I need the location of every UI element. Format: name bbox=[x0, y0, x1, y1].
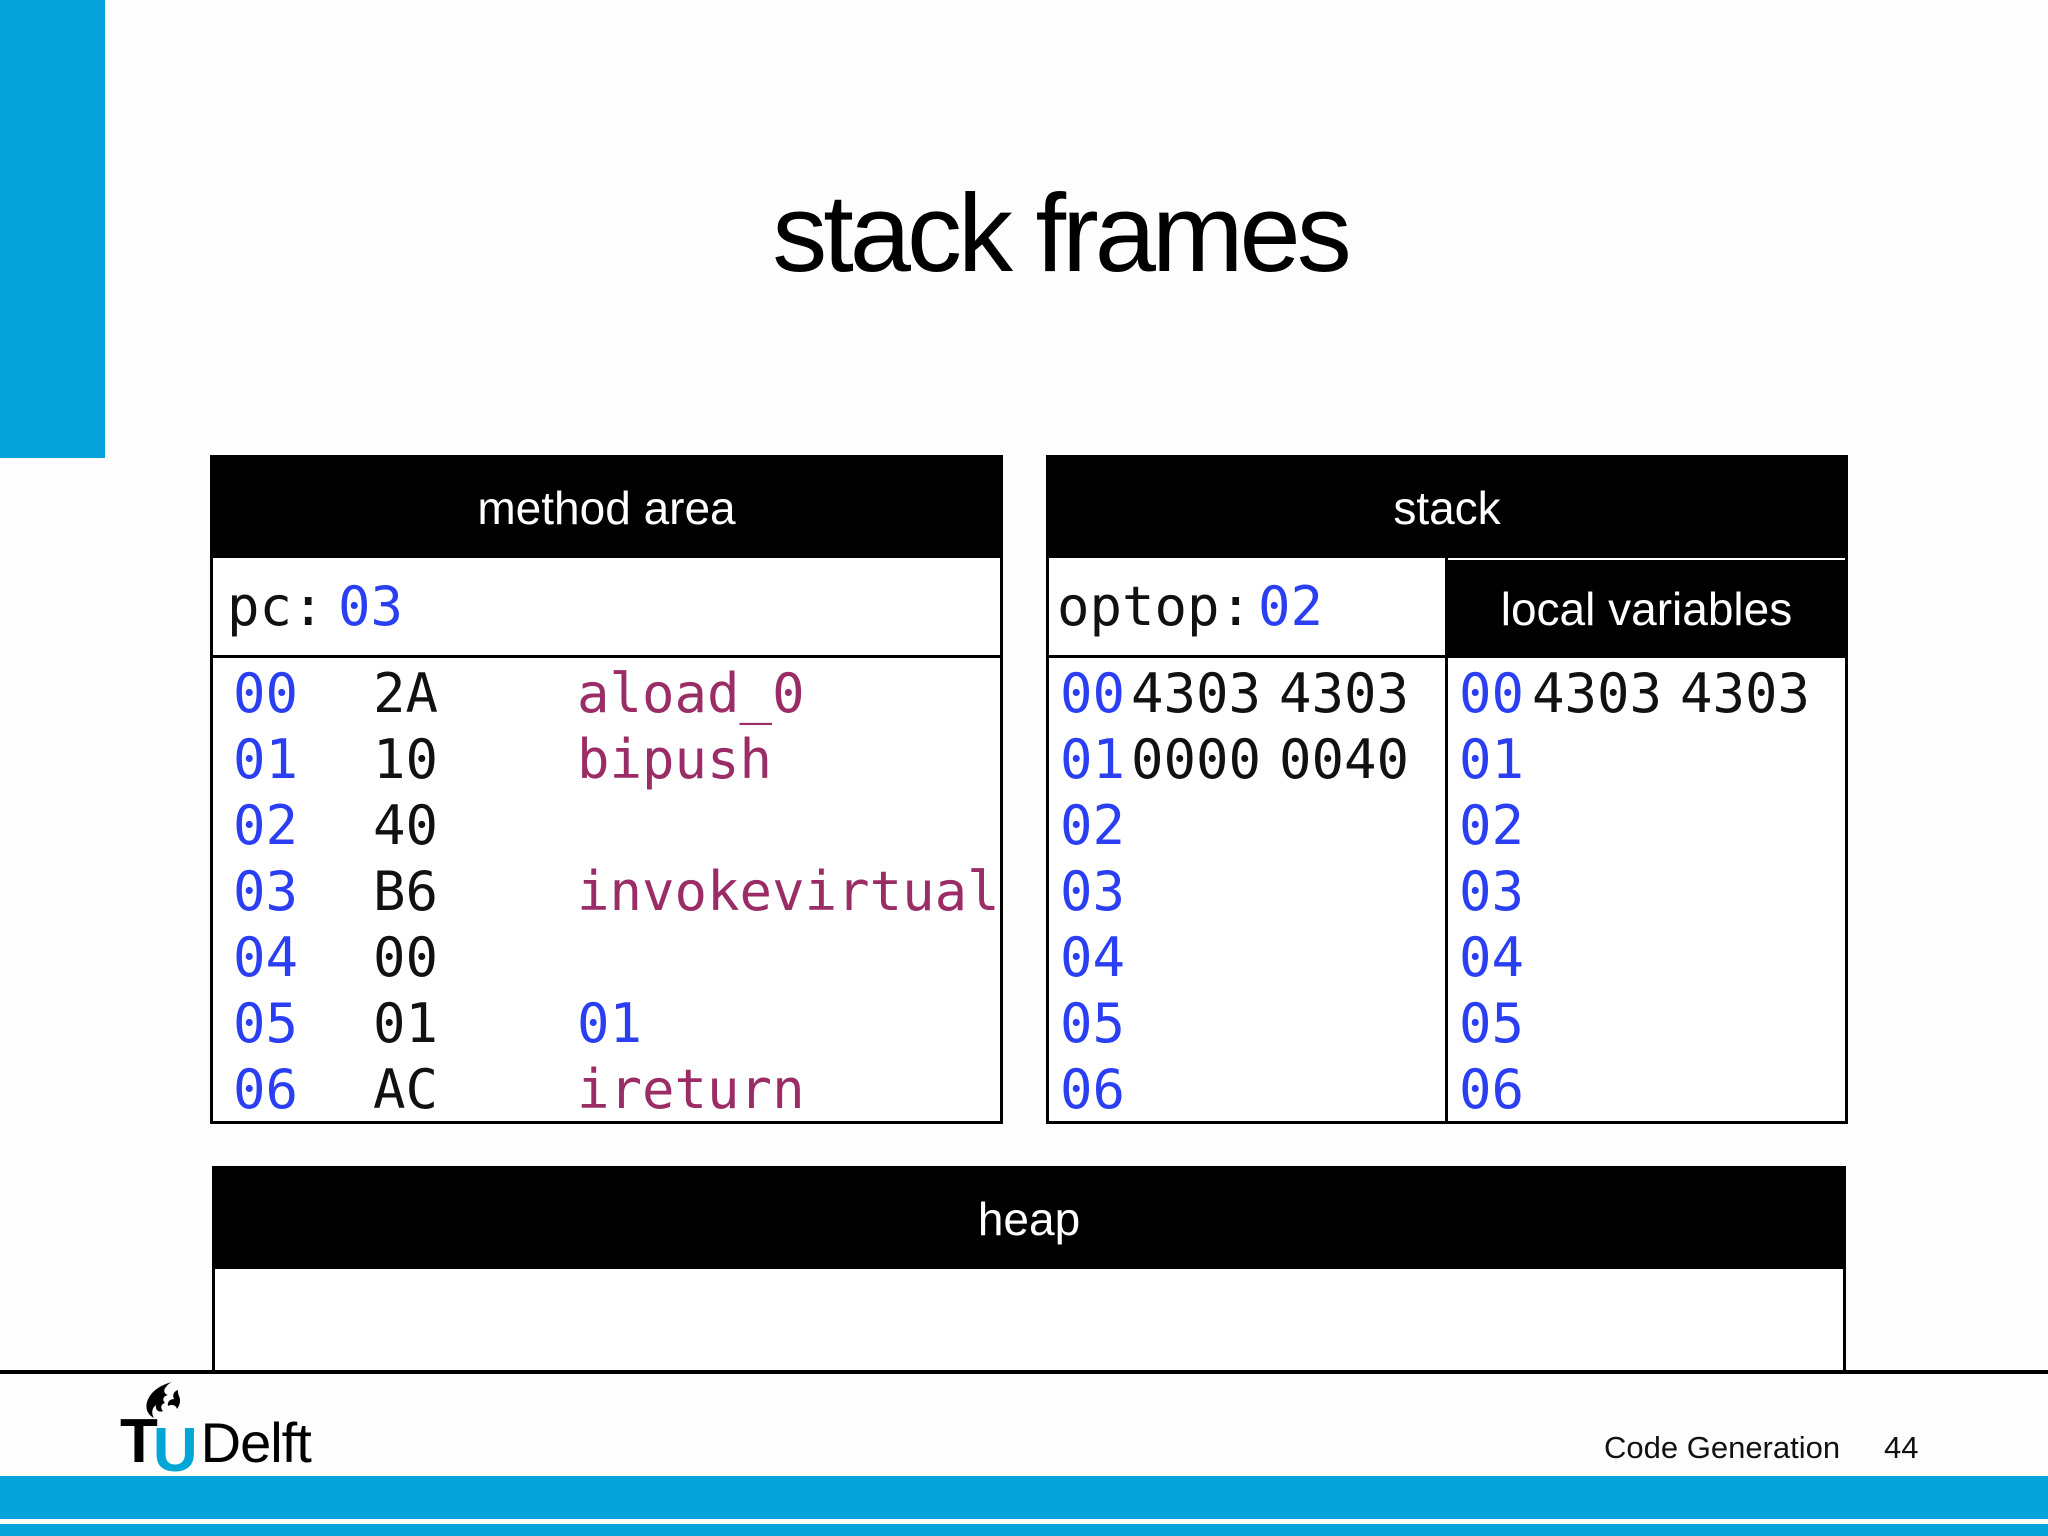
code-mnemonic: ireturn bbox=[577, 1058, 805, 1121]
operand-row: 02 bbox=[1049, 793, 1445, 859]
method-area-panel: method area pc: 03 00 2A aload_0 01 10 b… bbox=[210, 455, 1003, 1124]
logo-letter-t: T bbox=[120, 1407, 158, 1476]
code-row: 04 00 bbox=[213, 925, 1000, 991]
code-mnemonic: bipush bbox=[577, 728, 773, 791]
code-row: 02 40 bbox=[213, 793, 1000, 859]
optop-row: optop: 02 bbox=[1049, 558, 1445, 658]
slot-address: 02 bbox=[1060, 794, 1126, 857]
slot-value: 4303 bbox=[1532, 662, 1663, 725]
stack-column-divider bbox=[1445, 558, 1448, 1121]
local-variable-row: 04 bbox=[1448, 925, 1845, 991]
footer-accent-bar-bottom bbox=[0, 1524, 2048, 1536]
code-address: 04 bbox=[233, 926, 299, 989]
code-byte: 00 bbox=[373, 926, 439, 989]
logo-word-delft: Delft bbox=[200, 1411, 312, 1474]
slot-value: 4303 bbox=[1279, 662, 1410, 725]
optop-value: 02 bbox=[1258, 575, 1324, 638]
code-address: 06 bbox=[233, 1058, 299, 1121]
pc-value: 03 bbox=[338, 575, 404, 638]
stack-panel: stack optop: 02 local variables 00 4303 … bbox=[1046, 455, 1848, 1124]
operand-stack-list: 00 4303 4303 01 0000 0040 02 03 04 05 bbox=[1049, 661, 1445, 1123]
slot-value: 4303 bbox=[1131, 662, 1262, 725]
slot-address: 01 bbox=[1060, 728, 1126, 791]
pc-label: pc: bbox=[227, 575, 325, 638]
tu-delft-flame-icon bbox=[146, 1382, 181, 1418]
local-variable-row: 00 4303 4303 bbox=[1448, 661, 1845, 727]
left-accent-bar bbox=[0, 0, 105, 458]
operand-row: 00 4303 4303 bbox=[1049, 661, 1445, 727]
footer-page-number: 44 bbox=[1884, 1430, 1919, 1465]
slot-address: 03 bbox=[1459, 860, 1525, 923]
heap-header: heap bbox=[215, 1169, 1843, 1269]
slot-address: 05 bbox=[1459, 992, 1525, 1055]
code-operand: 01 bbox=[577, 992, 643, 1055]
code-address: 05 bbox=[233, 992, 299, 1055]
local-variable-row: 06 bbox=[1448, 1057, 1845, 1123]
tu-delft-logo: TUDelft bbox=[120, 1382, 420, 1485]
footer-accent-bar bbox=[0, 1476, 2048, 1519]
slot-address: 05 bbox=[1060, 992, 1126, 1055]
logo-letter-u: U bbox=[152, 1416, 198, 1485]
slot-value: 0000 bbox=[1131, 728, 1262, 791]
local-variable-row: 05 bbox=[1448, 991, 1845, 1057]
local-variables-list: 00 4303 4303 01 02 03 04 05 bbox=[1448, 661, 1845, 1123]
local-variable-row: 01 bbox=[1448, 727, 1845, 793]
code-byte: AC bbox=[373, 1058, 439, 1121]
operand-row: 06 bbox=[1049, 1057, 1445, 1123]
pc-row: pc: 03 bbox=[213, 558, 1000, 658]
code-byte: 40 bbox=[373, 794, 439, 857]
code-byte: 10 bbox=[373, 728, 439, 791]
slide-title: stack frames bbox=[772, 171, 1351, 295]
code-row: 00 2A aload_0 bbox=[213, 661, 1000, 727]
code-address: 02 bbox=[233, 794, 299, 857]
operand-row: 05 bbox=[1049, 991, 1445, 1057]
slot-address: 06 bbox=[1459, 1058, 1525, 1121]
code-row: 03 B6 invokevirtual bbox=[213, 859, 1000, 925]
local-variables-header: local variables bbox=[1448, 560, 1845, 658]
local-variable-row: 03 bbox=[1448, 859, 1845, 925]
code-address: 00 bbox=[233, 662, 299, 725]
code-row: 06 AC ireturn bbox=[213, 1057, 1000, 1123]
code-byte: B6 bbox=[373, 860, 439, 923]
heap-panel: heap bbox=[212, 1166, 1846, 1373]
slot-address: 04 bbox=[1459, 926, 1525, 989]
slot-address: 00 bbox=[1459, 662, 1525, 725]
code-mnemonic: invokevirtual bbox=[577, 860, 1000, 923]
code-mnemonic: aload_0 bbox=[577, 662, 805, 725]
stack-header: stack bbox=[1049, 458, 1845, 558]
footer-divider-line bbox=[0, 1370, 2048, 1374]
slot-address: 06 bbox=[1060, 1058, 1126, 1121]
slot-address: 03 bbox=[1060, 860, 1126, 923]
operand-row: 01 0000 0040 bbox=[1049, 727, 1445, 793]
optop-label: optop: bbox=[1057, 575, 1253, 638]
code-byte: 2A bbox=[373, 662, 439, 725]
slot-value: 4303 bbox=[1680, 662, 1811, 725]
operand-row: 04 bbox=[1049, 925, 1445, 991]
slot-address: 00 bbox=[1060, 662, 1126, 725]
code-address: 03 bbox=[233, 860, 299, 923]
slot-address: 02 bbox=[1459, 794, 1525, 857]
slot-address: 01 bbox=[1459, 728, 1525, 791]
code-address: 01 bbox=[233, 728, 299, 791]
method-area-header: method area bbox=[213, 458, 1000, 558]
code-row: 01 10 bipush bbox=[213, 727, 1000, 793]
code-row: 05 01 01 bbox=[213, 991, 1000, 1057]
slot-address: 04 bbox=[1060, 926, 1126, 989]
code-byte: 01 bbox=[373, 992, 439, 1055]
slot-value: 0040 bbox=[1279, 728, 1410, 791]
local-variable-row: 02 bbox=[1448, 793, 1845, 859]
footer-course-title: Code Generation bbox=[1604, 1430, 1841, 1465]
operand-row: 03 bbox=[1049, 859, 1445, 925]
bytecode-listing: 00 2A aload_0 01 10 bipush 02 40 03 B6 i… bbox=[213, 661, 1000, 1123]
